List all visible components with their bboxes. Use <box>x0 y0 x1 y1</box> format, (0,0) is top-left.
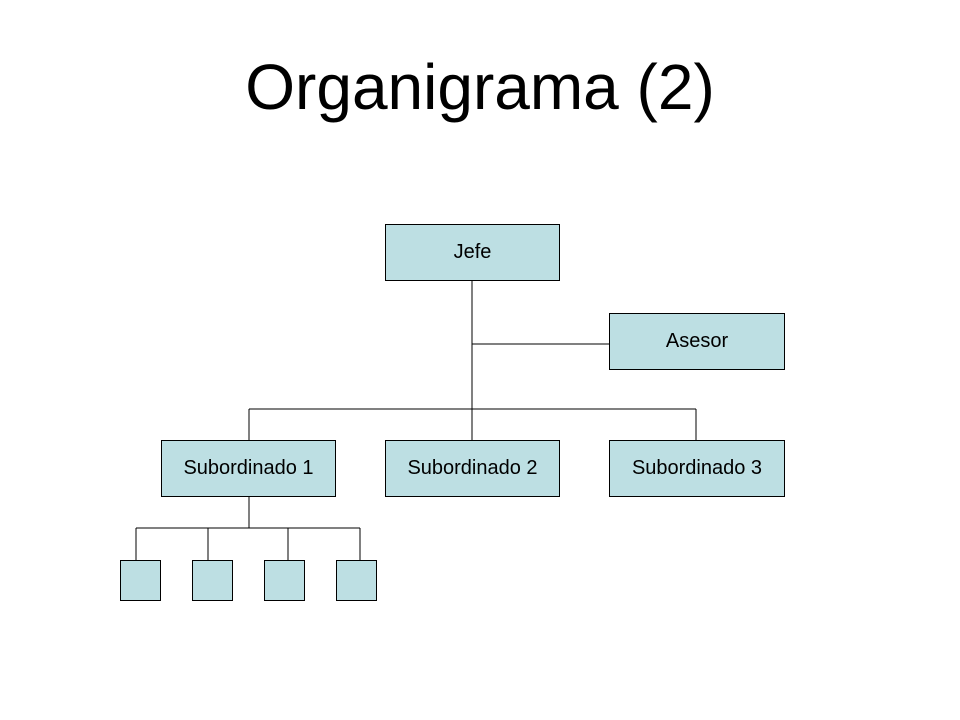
node-jefe: Jefe <box>385 224 560 281</box>
node-subordinado-1-child-4 <box>336 560 377 601</box>
node-subordinado-1-child-1 <box>120 560 161 601</box>
node-subordinado-3: Subordinado 3 <box>609 440 785 497</box>
slide-title: Organigrama (2) <box>245 51 715 123</box>
node-subordinado-1-child-3 <box>264 560 305 601</box>
node-subordinado-1-child-2 <box>192 560 233 601</box>
node-subordinado-1: Subordinado 1 <box>161 440 336 497</box>
node-subordinado-2: Subordinado 2 <box>385 440 560 497</box>
node-asesor: Asesor <box>609 313 785 370</box>
